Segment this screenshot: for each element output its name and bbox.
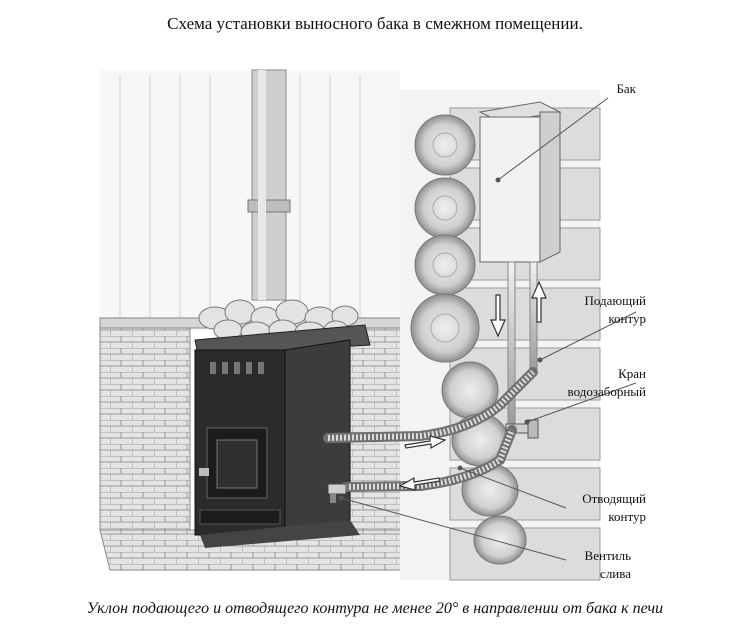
supply-pipe [323,367,538,443]
label-drain: Вентиль слива [556,547,631,583]
label-drain-line2: слива [600,566,631,581]
diagram-title: Схема установки выносного бака в смежном… [167,14,583,33]
flow-arrows-vertical [490,280,547,338]
log-wall [400,90,601,581]
flow-arrows-horizontal [398,435,447,491]
brick-enclosure [99,317,411,571]
label-tap: Кран водозаборный [536,365,646,401]
label-return-line1: Отводящий [582,491,646,506]
diagram-caption: Уклон подающего и отводящего контура не … [86,600,664,617]
label-tap-line1: Кран [618,366,646,381]
label-tap-line2: водозаборный [567,384,646,399]
sauna-stove [194,324,371,548]
label-return: Отводящий контур [556,490,646,526]
water-tank [478,101,562,263]
drain-valve [327,483,347,503]
label-return-line2: контур [608,509,646,524]
chimney-pipe [247,69,291,301]
label-tank: Бак [600,80,636,98]
label-supply-line1: Подающий [584,293,646,308]
label-drain-line1: Вентиль [584,548,631,563]
label-supply-line2: контур [608,311,646,326]
return-pipe [340,425,517,492]
leader-lines [338,97,637,561]
label-supply: Подающий контур [556,292,646,328]
label-tank-text: Бак [616,81,636,96]
